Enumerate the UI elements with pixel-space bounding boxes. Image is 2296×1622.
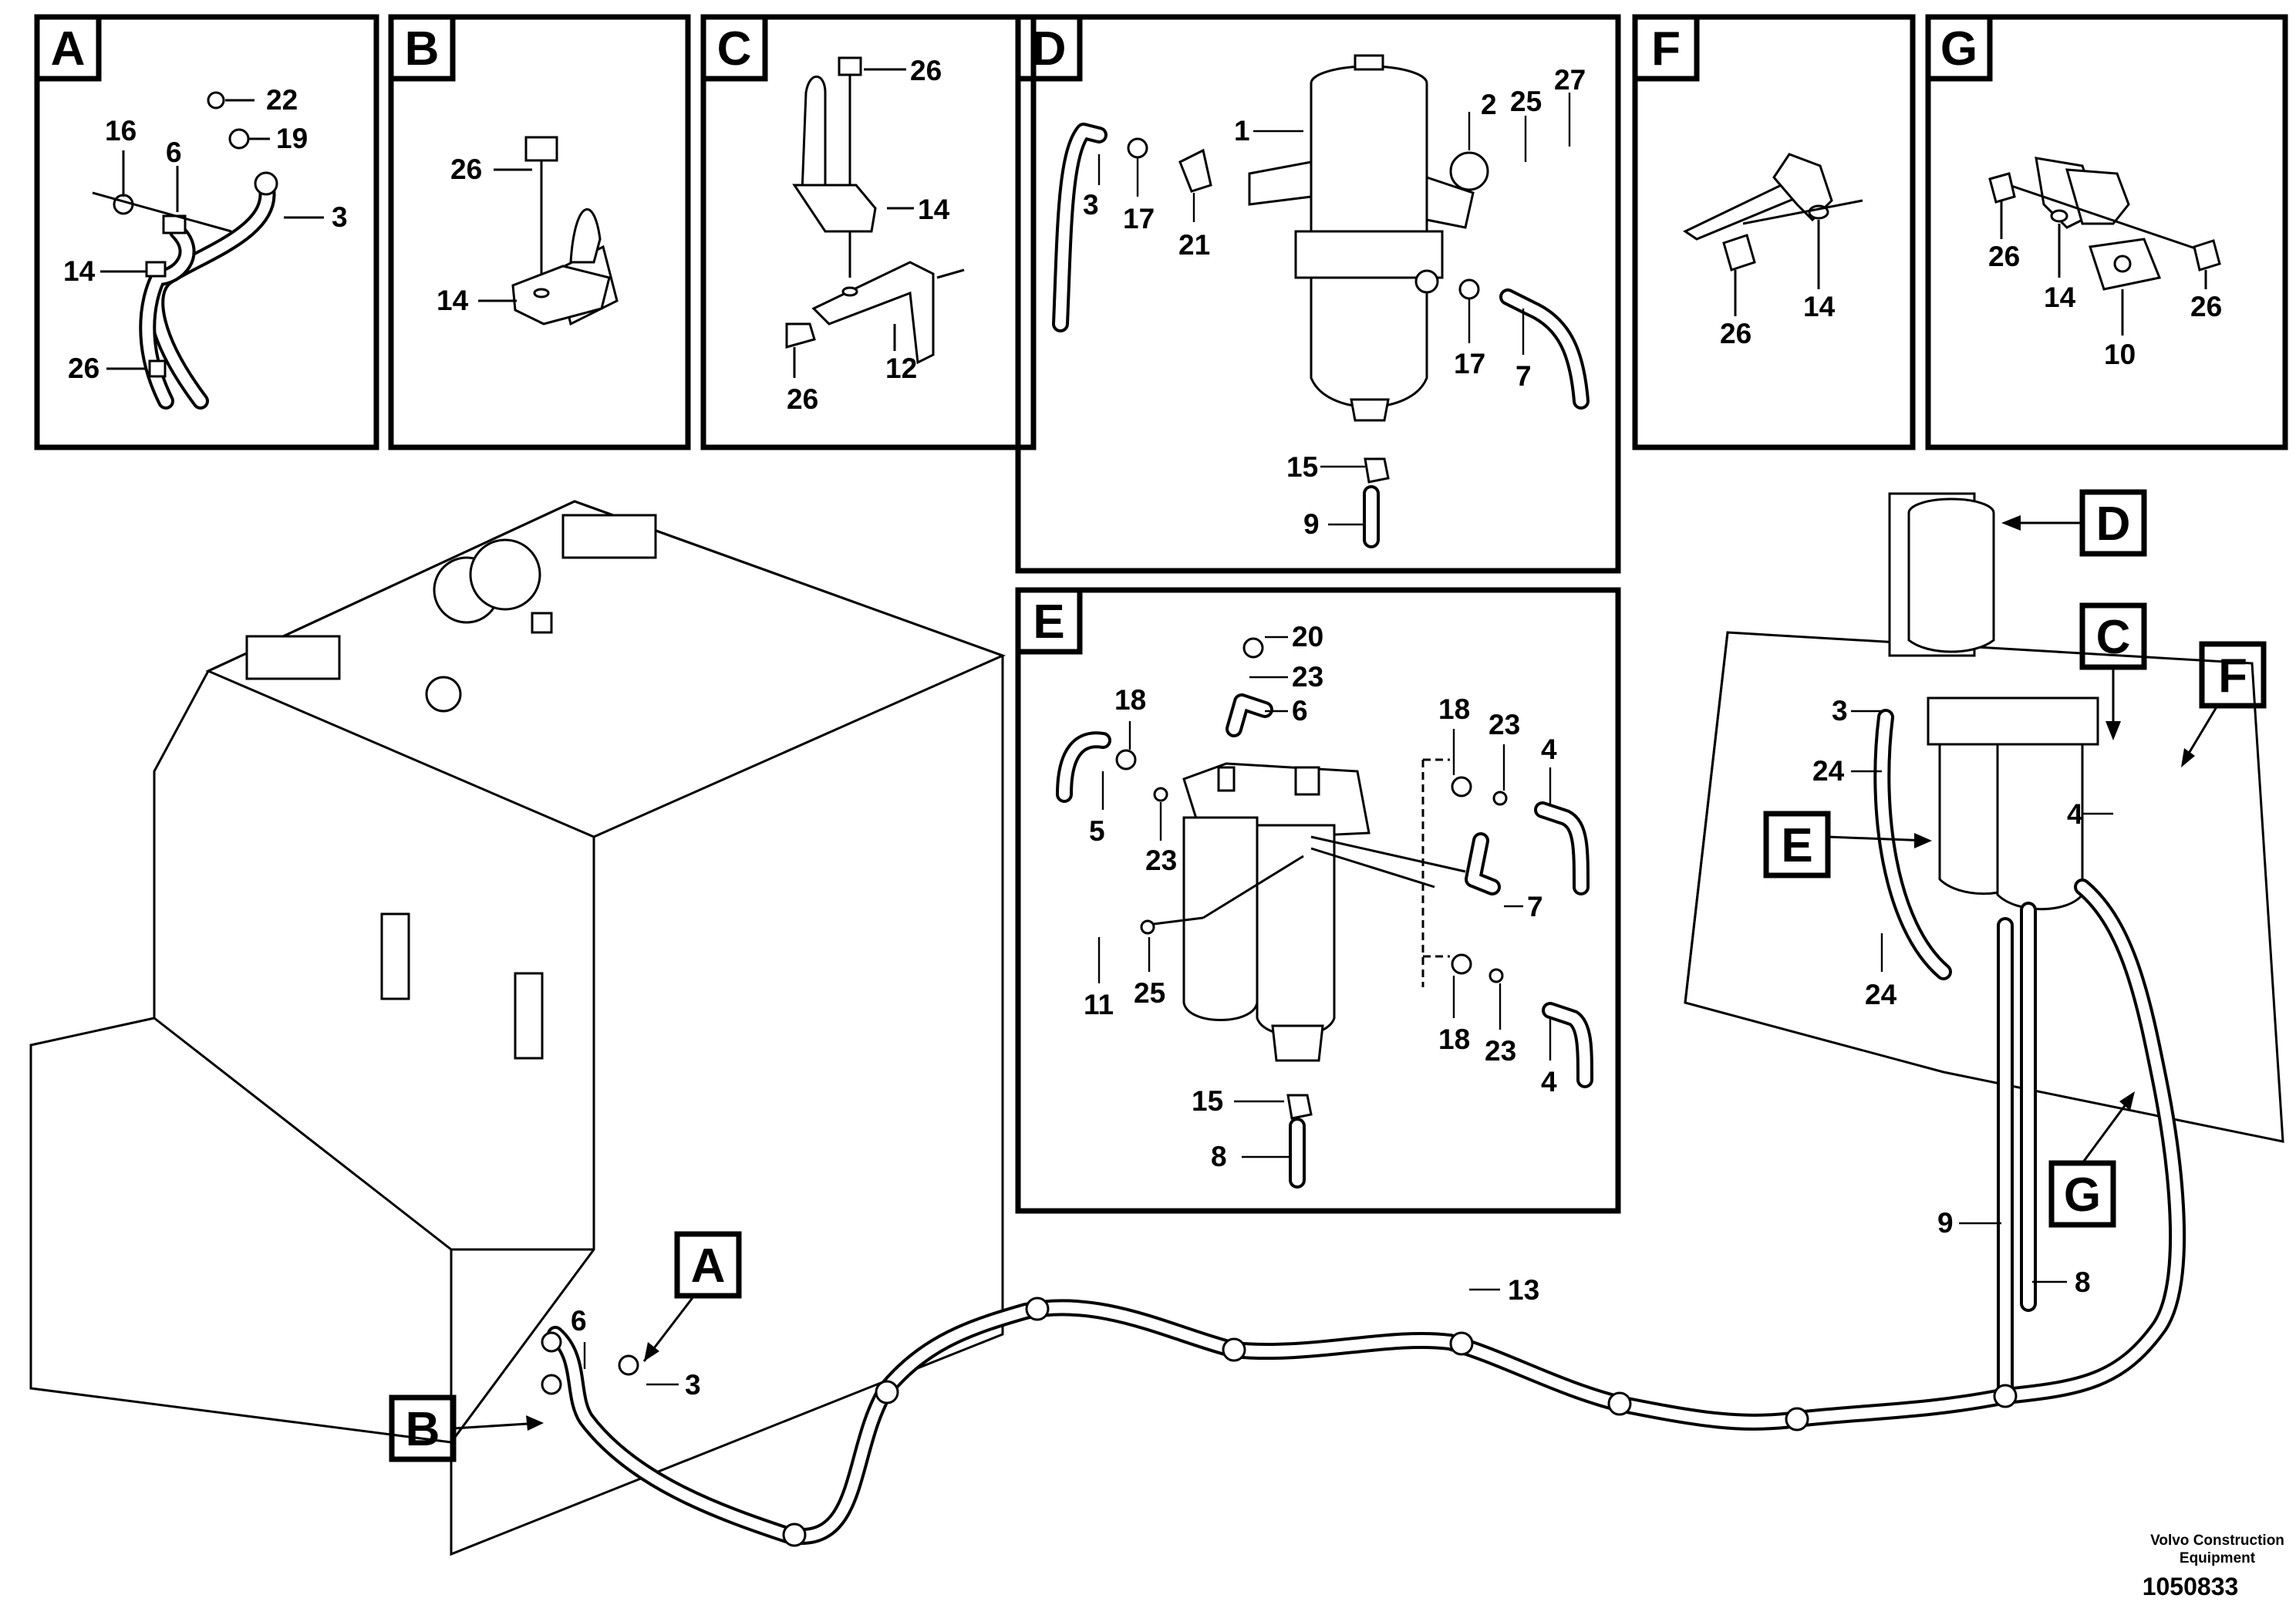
callout: 23 [1485, 1035, 1516, 1067]
panel-letter: F [1651, 22, 1681, 76]
detail-panel-c: C 26 14 26 12 [700, 14, 1037, 450]
callout: 8 [2075, 1266, 2091, 1298]
detail-panel-a: A 22 16 19 6 3 14 26 [34, 14, 379, 450]
callout: 11 [1084, 989, 1114, 1020]
callout: 3 [685, 1369, 701, 1401]
callout: 7 [1527, 891, 1543, 922]
panel-letter: G [1940, 22, 1977, 76]
view-tag: G [2064, 1168, 2101, 1222]
detail-panel-d: D 2 25 27 1 [1015, 14, 1621, 574]
callout: 14 [63, 255, 96, 287]
callout: 24 [1812, 755, 1845, 787]
callout: 26 [910, 55, 942, 86]
callout: 26 [2190, 291, 2222, 322]
overview-drawing: A B C D E F G 6 [29, 489, 2284, 1556]
panel-letter: A [51, 22, 86, 76]
view-tag: A [691, 1239, 726, 1293]
callout: 26 [1988, 241, 2020, 272]
callout: 25 [1510, 86, 1542, 117]
callout: 4 [2067, 798, 2083, 830]
callout: 22 [266, 84, 298, 116]
callout: 19 [276, 123, 308, 154]
detail-panel-b: B 26 14 [388, 14, 691, 450]
callout: 9 [1303, 508, 1320, 540]
callout: 12 [885, 352, 917, 384]
callout: 14 [437, 285, 469, 316]
publisher-name-line1: Volvo Construction [2150, 1533, 2284, 1549]
callout: 6 [166, 137, 182, 168]
callout: 26 [450, 153, 482, 185]
view-tag: C [2096, 611, 2131, 664]
callout: 18 [1438, 1023, 1470, 1055]
callout: 15 [1192, 1085, 1223, 1117]
detail-panel-f: F 26 14 [1632, 14, 1916, 450]
detail-panel-g: G 26 14 26 10 [1925, 14, 2288, 450]
callout: 10 [2104, 339, 2136, 370]
callout: 27 [1554, 64, 1586, 96]
callout: 26 [68, 352, 99, 384]
document-number: 1050833 [2143, 1573, 2239, 1600]
callout: 3 [332, 201, 348, 233]
callout: 18 [1114, 684, 1146, 716]
callout: 2 [1481, 89, 1497, 120]
callout: 17 [1454, 348, 1485, 379]
callout: 16 [105, 115, 137, 147]
panel-letter: D [1032, 22, 1067, 76]
callout: 6 [1292, 695, 1308, 727]
callout: 23 [1489, 709, 1520, 740]
callout: 25 [1134, 977, 1165, 1009]
callout: 23 [1292, 661, 1323, 693]
detail-panel-e: E [1015, 587, 1621, 1214]
callout: 4 [1541, 1066, 1557, 1098]
callout: 24 [1865, 979, 1897, 1010]
panel-letter: C [717, 22, 752, 76]
callout: 20 [1292, 621, 1323, 653]
callout: 3 [1083, 189, 1099, 221]
callout: 21 [1178, 229, 1210, 261]
view-tag: E [1781, 819, 1812, 872]
callout: 26 [1720, 318, 1752, 349]
publisher-footer: Volvo Construction Equipment 1050833 [2143, 1533, 2284, 1600]
callout: 3 [1832, 695, 1848, 727]
callout: 7 [1515, 360, 1532, 392]
panel-letter: B [405, 22, 440, 76]
callout: 14 [1803, 291, 1836, 322]
callout: 23 [1145, 845, 1177, 876]
callout: 15 [1286, 451, 1318, 483]
callout: 6 [571, 1305, 587, 1337]
view-tag: B [406, 1403, 440, 1456]
callout: 1 [1234, 115, 1250, 147]
callout: 4 [1541, 733, 1557, 765]
callout: 14 [2044, 282, 2076, 313]
callout: 9 [1937, 1207, 1954, 1239]
callout: 8 [1211, 1141, 1227, 1172]
view-tag: F [2218, 649, 2247, 703]
callout: 13 [1508, 1274, 1539, 1306]
view-tag: D [2096, 497, 2131, 551]
publisher-name-line2: Equipment [2180, 1550, 2256, 1566]
callout: 18 [1438, 693, 1470, 725]
callout: 17 [1123, 203, 1155, 234]
callout: 14 [918, 194, 950, 225]
callout: 26 [787, 383, 818, 415]
callout: 5 [1089, 815, 1105, 847]
panel-letter: E [1033, 595, 1064, 649]
